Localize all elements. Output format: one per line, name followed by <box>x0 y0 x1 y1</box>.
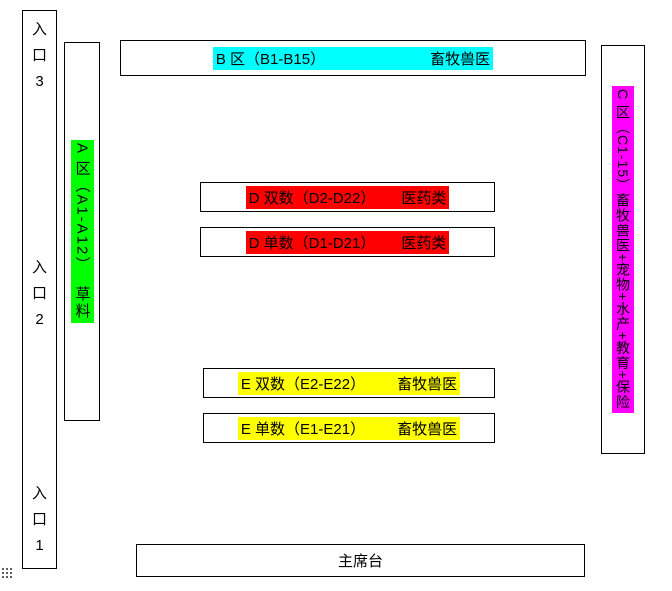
zone-d-even-gap <box>375 191 401 206</box>
zone-d-odd-category: 医药类 <box>401 234 447 252</box>
zone-b-gap <box>325 52 430 67</box>
zone-d-odd-highlight: D 单数（D1-D21） 医药类 <box>245 230 450 254</box>
stage-label: 主席台 <box>337 553 383 570</box>
zone-e-odd-category: 畜牧兽医 <box>397 420 458 438</box>
zone-e-even-category: 畜牧兽医 <box>397 375 458 393</box>
entrance-3-label: 入 口 3 <box>31 21 47 90</box>
zone-b-category: 畜牧兽医 <box>430 50 491 68</box>
stage-box: 主席台 <box>136 544 585 577</box>
zone-d-odd-name: D 单数（D1-D21） <box>248 234 376 252</box>
zone-b-box: B 区（B1-B15） 畜牧兽医 <box>120 40 586 76</box>
zone-d-even-name: D 双数（D2-D22） <box>248 189 376 207</box>
entrance-1-label: 入 口 1 <box>31 485 47 554</box>
zone-c-label: C 区（C1-15）畜牧兽医+宠物+水产+教育+保险 <box>612 86 634 413</box>
zone-a-label: A 区（A1-A12） 草料 <box>70 140 94 323</box>
entrance-column-box: 入 口 3 入 口 2 入 口 1 <box>22 10 57 569</box>
zone-d-odd-box: D 单数（D1-D21） 医药类 <box>200 227 495 257</box>
zone-d-even-highlight: D 双数（D2-D22） 医药类 <box>245 185 450 209</box>
zone-e-odd-gap <box>365 422 397 437</box>
zone-d-odd-gap <box>375 236 401 251</box>
zone-b-name: B 区（B1-B15） <box>215 50 326 68</box>
zone-e-even-highlight: E 双数（E2-E22） 畜牧兽医 <box>237 371 461 395</box>
zone-e-odd-name: E 单数（E1-E21） <box>240 420 366 438</box>
zone-e-even-name: E 双数（E2-E22） <box>240 375 366 393</box>
zone-a-box: A 区（A1-A12） 草料 <box>64 42 100 421</box>
drag-handle-icon[interactable] <box>1 567 14 580</box>
zone-e-even-gap <box>365 377 397 392</box>
zone-b-highlight: B 区（B1-B15） 畜牧兽医 <box>212 46 494 70</box>
zone-e-odd-highlight: E 单数（E1-E21） 畜牧兽医 <box>237 416 461 440</box>
zone-d-even-box: D 双数（D2-D22） 医药类 <box>200 182 495 212</box>
entrance-2-label: 入 口 2 <box>31 259 47 328</box>
zone-e-odd-box: E 单数（E1-E21） 畜牧兽医 <box>203 413 495 443</box>
zone-e-even-box: E 双数（E2-E22） 畜牧兽医 <box>203 368 495 398</box>
zone-d-even-category: 医药类 <box>401 189 447 207</box>
zone-c-box: C 区（C1-15）畜牧兽医+宠物+水产+教育+保险 <box>601 45 645 454</box>
